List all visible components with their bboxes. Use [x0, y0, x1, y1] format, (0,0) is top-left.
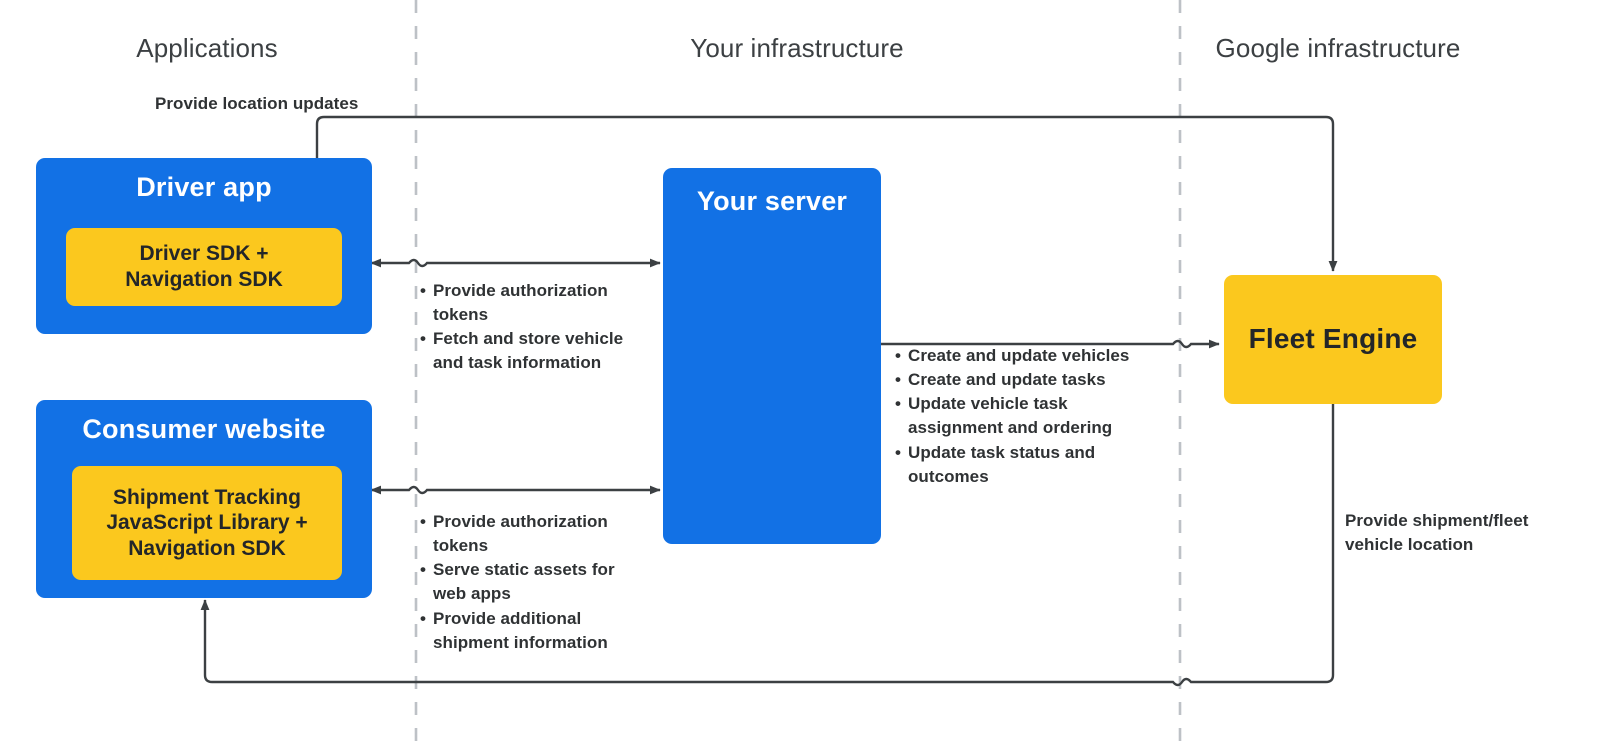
list-item: Provide authorization tokens	[420, 279, 652, 327]
driver-app-sdk-box[interactable]: Driver SDK + Navigation SDK	[66, 228, 342, 306]
consumer-website-sdk-box[interactable]: Shipment Tracking JavaScript Library + N…	[72, 466, 342, 580]
fleet-engine-title: Fleet Engine	[1248, 323, 1418, 355]
list-item: Create and update tasks	[895, 368, 1153, 392]
label-provide-shipment-fleet-location: Provide shipment/fleet vehicle location	[1345, 511, 1529, 555]
list-item: Provide authorization tokens	[420, 510, 635, 558]
list-item: Update vehicle task assignment and order…	[895, 392, 1153, 440]
list-item: Fetch and store vehicle and task informa…	[420, 327, 652, 375]
zone-title-your-infrastructure: Your infrastructure	[690, 33, 904, 63]
node-your-server[interactable]: Your server	[663, 168, 881, 544]
driver-app-title: Driver app	[136, 172, 272, 202]
node-fleet-engine[interactable]: Fleet Engine	[1224, 275, 1442, 404]
list-item: Create and update vehicles	[895, 344, 1153, 368]
connector-consumer-server	[370, 485, 661, 495]
bullets-driver-server: Provide authorization tokens Fetch and s…	[420, 279, 652, 376]
zone-title-google-infrastructure: Google infrastructure	[1215, 33, 1461, 63]
node-driver-app[interactable]: Driver app Driver SDK + Navigation SDK	[36, 158, 372, 334]
your-server-title: Your server	[696, 186, 848, 216]
node-consumer-website[interactable]: Consumer website Shipment Tracking JavaS…	[36, 400, 372, 598]
bullets-server-fleet: Create and update vehicles Create and up…	[895, 344, 1153, 489]
connector-driver-server	[370, 258, 661, 268]
consumer-website-title: Consumer website	[82, 414, 326, 444]
bullets-consumer-server: Provide authorization tokens Serve stati…	[420, 510, 635, 655]
list-item: Serve static assets for web apps	[420, 558, 635, 606]
label-provide-location-updates: Provide location updates	[155, 94, 359, 113]
list-item: Provide additional shipment information	[420, 607, 635, 655]
list-item: Update task status and outcomes	[895, 441, 1153, 489]
zone-title-applications: Applications	[136, 33, 278, 63]
